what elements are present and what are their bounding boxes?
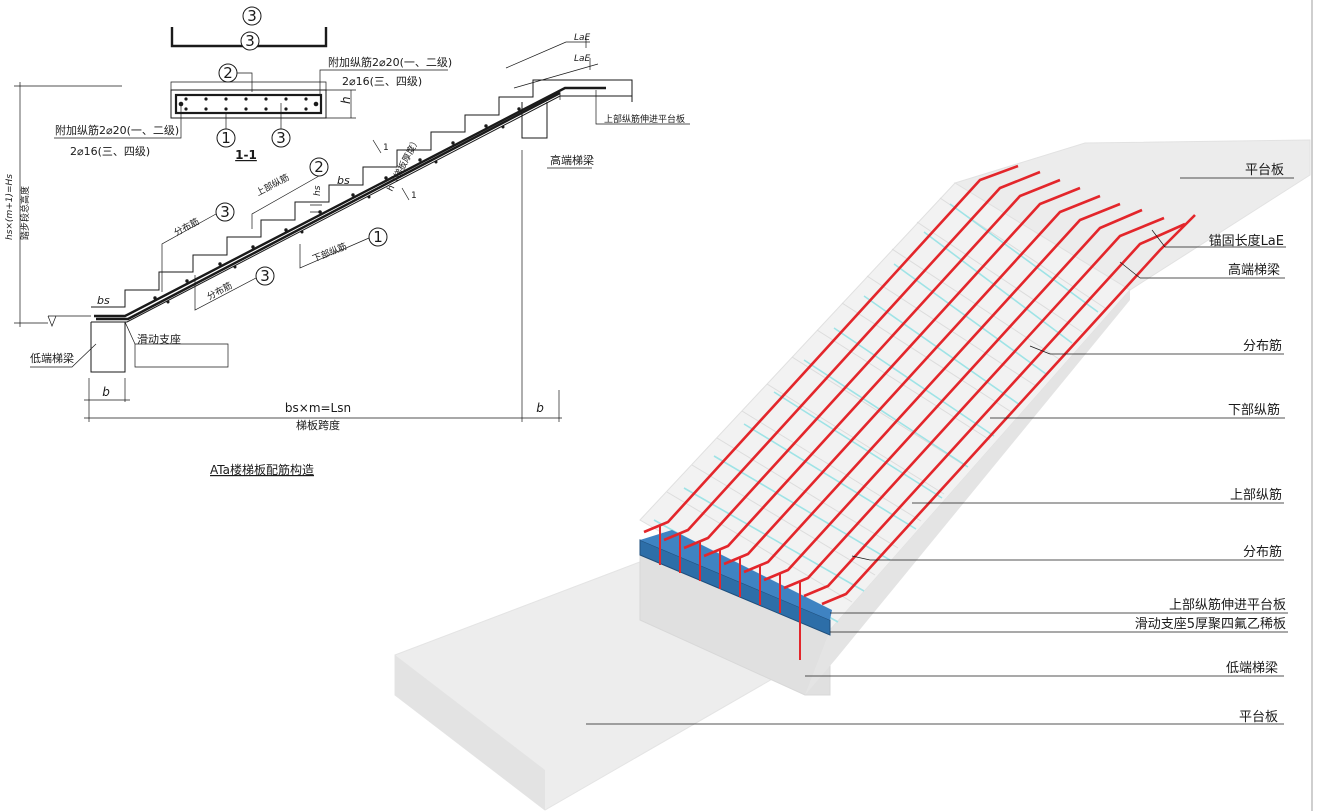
leader-dist-1	[161, 213, 217, 292]
section-bars	[178, 97, 319, 111]
label-anchorage: 锚固长度LaE	[1209, 233, 1284, 249]
upper-extend-label: 上部纵筋伸进平台板	[604, 113, 685, 125]
elevation-caption: ATa楼梯板配筋构造	[210, 462, 314, 477]
b-left-label: b	[102, 385, 110, 399]
top-extra-label-2: 2⌀16(三、四级)	[342, 75, 422, 88]
stair-profile	[91, 79, 570, 308]
lower-longitudinal-bar	[96, 91, 561, 321]
label-sliding-pad: 滑动支座5厚聚四氟乙稀板	[1135, 617, 1286, 632]
leader-2-section	[237, 72, 253, 92]
callout-1-elev: 1	[373, 228, 383, 246]
longitudinal-rebars-3d	[643, 164, 1196, 606]
low-landing-break	[47, 315, 91, 327]
callout-2-elev: 2	[314, 158, 324, 176]
page-edge	[1311, 0, 1313, 811]
leader-top-extra	[319, 69, 448, 96]
leader-upper-bar	[251, 175, 320, 229]
section-cut-top	[372, 139, 382, 154]
section-title: 1-1	[235, 148, 257, 162]
leader-bottom-extra	[54, 106, 182, 139]
lae-bottom-label: LaE	[574, 54, 591, 64]
leader-lower-bar	[299, 237, 370, 269]
callout-circle-1-elev	[368, 227, 388, 247]
sliding-support-pad-top	[640, 530, 832, 620]
span-formula: bs×m=Lsn	[285, 401, 351, 415]
hs-label: hs	[313, 185, 323, 196]
label-low-beam: 低端梯梁	[1226, 661, 1278, 676]
callout-circle-3-dist-2	[255, 266, 275, 286]
lae-top-label: LaE	[574, 33, 591, 43]
upper-longitudinal-bar	[94, 86, 606, 318]
dim-lines	[84, 399, 562, 419]
hs-break	[310, 204, 322, 213]
callout-3-section: 3	[276, 129, 286, 147]
bottom-extra-label: 附加纵筋2⌀20(一、二级)	[55, 123, 179, 137]
high-end-beam-outline	[521, 102, 548, 139]
upper-bar-label: 上部纵筋	[254, 171, 291, 199]
dist-bar-label-2: 分布筋	[205, 279, 234, 302]
label-upper-extend: 上部纵筋伸进平台板	[1169, 597, 1286, 613]
anchor-pins	[659, 525, 801, 660]
high-beam-label: 高端梯梁	[550, 153, 594, 167]
lower-landing-edge	[395, 655, 545, 810]
distribution-dots	[153, 107, 521, 304]
upper-landing-outline	[570, 79, 633, 102]
callout-circle-3-dist-1	[215, 202, 235, 222]
leader-dist-2	[194, 275, 257, 311]
label-high-beam: 高端梯梁	[1228, 262, 1280, 278]
leader-distribution-1a	[1029, 345, 1051, 355]
section-cut-bottom	[401, 187, 410, 201]
height-dimension	[14, 82, 122, 327]
top-extra-label: 附加纵筋2⌀20(一、二级)	[328, 55, 452, 69]
height-formula: hs×(m+1)=Hs	[5, 174, 15, 240]
leader-distribution-2a	[851, 555, 871, 561]
leader-high-beam-1	[1119, 261, 1141, 279]
low-end-beam-outline	[90, 322, 126, 373]
render-labels: 平台板 锚固长度LaE 高端梯梁 分布筋 下部纵筋 上部纵筋 分布筋 上部纵筋伸…	[586, 163, 1294, 725]
bottom-extra-label-2: 2⌀16(三、四级)	[70, 145, 150, 158]
span-caption: 梯板跨度	[296, 418, 340, 432]
callout-3-mid: 3	[245, 32, 255, 50]
label-lower-landing: 平台板	[1239, 710, 1278, 725]
stair-3d-render	[394, 139, 1311, 811]
label-lower-bar: 下部纵筋	[1228, 402, 1280, 418]
callout-3-dist-1: 3	[220, 203, 230, 221]
callout-1-section: 1	[221, 129, 231, 147]
b-right-label: b	[536, 401, 544, 415]
leader-upper-extend	[595, 90, 690, 125]
stair-flight-side	[805, 290, 1130, 695]
section-dim-top	[170, 81, 327, 90]
section-1-1: 3 3 h 2 附加纵筋2⌀20(一、二级) 2⌀16(三、四级) 1 3	[54, 6, 452, 162]
sliding-support-box	[134, 343, 229, 368]
label-distribution-1: 分布筋	[1243, 338, 1282, 354]
section-dim-h	[326, 89, 356, 119]
sliding-support-label: 滑动支座	[137, 332, 181, 346]
lae-ticks	[585, 36, 591, 70]
label-distribution-2: 分布筋	[1243, 544, 1282, 560]
lae-dimension-lines	[505, 41, 599, 89]
section-mark-bottom: 1	[411, 191, 417, 201]
label-upper-landing: 平台板	[1245, 163, 1284, 178]
label-upper-bar: 上部纵筋	[1230, 487, 1282, 503]
bs-label-low: bs	[97, 294, 110, 307]
callout-3-dist-2: 3	[260, 267, 270, 285]
section-mark-top: 1	[383, 143, 389, 153]
callout-circle-3-mid	[240, 31, 260, 51]
bs-label-mid: bs	[337, 174, 350, 187]
height-caption: 踏步段总高度	[19, 186, 31, 240]
callout-3-top: 3	[247, 7, 257, 25]
section-h-label: h	[339, 96, 353, 104]
stair-elevation: 高端梯梁 上部纵筋伸进平台板 LaE LaE hs×(m+1)=Hs 踏步段总高…	[5, 33, 690, 477]
callout-circle-3-top	[242, 6, 262, 26]
leader-anchorage-1	[1151, 229, 1166, 248]
section-stirrup	[174, 93, 323, 115]
callout-2-section: 2	[223, 64, 233, 82]
lower-bar-label: 下部纵筋	[311, 240, 349, 265]
leader-low-beam	[30, 343, 97, 368]
low-beam-label: 低端梯梁	[30, 351, 74, 365]
dist-bar-label-1: 分布筋	[172, 215, 201, 238]
leader-sliding-support	[124, 321, 136, 345]
